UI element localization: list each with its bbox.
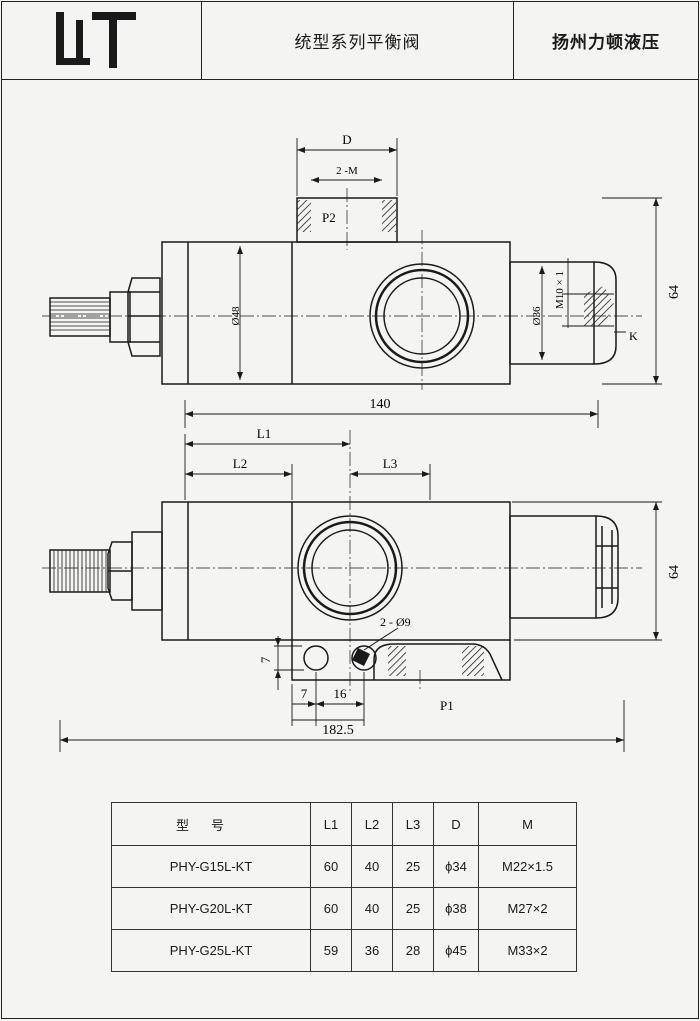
table-row: PHY-G20L-KT 60 40 25 ϕ38 M27×2: [111, 887, 577, 930]
hex-nut: [127, 277, 161, 357]
cell-d: ϕ34: [433, 845, 479, 888]
dim-d-label: D: [342, 132, 351, 147]
dim-l3-label: L3: [383, 456, 397, 471]
dim-64-front-label: 64: [667, 565, 682, 579]
cell-l2: 40: [351, 887, 393, 930]
cell-d: ϕ45: [433, 929, 479, 972]
mounting-base: [291, 640, 511, 681]
table-row: PHY-G15L-KT 60 40 25 ϕ34 M22×1.5: [111, 845, 577, 888]
k-label: K: [629, 329, 638, 343]
dim-182-label: 182.5: [322, 723, 354, 738]
mount-hole-right: [351, 645, 377, 671]
spline-shaft: [49, 297, 111, 337]
p1-port-section: [373, 643, 503, 681]
p2-label: P2: [322, 210, 336, 225]
cell-l3: 25: [392, 887, 434, 930]
dim-phi36-label: Ø36: [531, 306, 543, 325]
end-cap: [509, 261, 595, 365]
cell-model: PHY-G20L-KT: [111, 887, 311, 930]
cell-l1: 59: [310, 929, 352, 972]
spec-table: 型号 L1 L2 L3 D M PHY-G15L-KT 60 40 25 ϕ34…: [111, 802, 577, 972]
cell-l1: 60: [310, 887, 352, 930]
front-end-cap: [509, 515, 597, 619]
valve-body-front: [161, 501, 511, 641]
cell-m: M27×2: [478, 887, 577, 930]
header-d: D: [433, 802, 479, 846]
cell-m: M33×2: [478, 929, 577, 972]
lit-logo-icon: [56, 12, 136, 68]
dim-l1-label: L1: [257, 426, 271, 441]
dim-2phi9-label: 2 - Ø9: [380, 615, 411, 629]
dim-64-top-label: 64: [667, 285, 682, 299]
logo-cell: [2, 2, 202, 79]
header-l2: L2: [351, 802, 393, 846]
valve-body-top: [161, 241, 511, 385]
cell-l1: 60: [310, 845, 352, 888]
top-view: [42, 138, 662, 428]
front-spline-shaft: [49, 549, 111, 593]
cell-model: PHY-G15L-KT: [111, 845, 311, 888]
front-view: [42, 430, 662, 752]
dim-l2-label: L2: [233, 456, 247, 471]
dim-m10-label: M10 × 1: [554, 271, 566, 309]
table-row: PHY-G25L-KT 59 36 28 ϕ45 M33×2: [111, 929, 577, 972]
dim-phi48-label: Ø48: [230, 306, 242, 325]
spec-table-header: 型号 L1 L2 L3 D M: [111, 802, 577, 846]
end-cap-dome: [593, 261, 617, 365]
page-title: 统型系列平衡阀: [202, 2, 514, 79]
dim-7-vertical-label: 7: [258, 656, 273, 663]
front-hex-nut: [131, 531, 163, 611]
cell-d: ϕ38: [433, 887, 479, 930]
brand-name: 扬州力顿液压: [552, 33, 660, 52]
cell-l3: 28: [392, 929, 434, 972]
dim-7-horizontal-label: 7: [301, 686, 308, 701]
header-m: M: [478, 802, 577, 846]
mount-hole-left: [303, 645, 329, 671]
dim-2m-label: 2 -M: [336, 165, 358, 177]
cell-l2: 40: [351, 845, 393, 888]
valve-drawing: D 2 -M P2 Ø48 Ø36 M10 × 1 K 64 140: [42, 132, 682, 752]
dim-16-label: 16: [334, 686, 348, 701]
cell-model: PHY-G25L-KT: [111, 929, 311, 972]
header-model: 型号: [111, 802, 311, 846]
cell-l2: 36: [351, 929, 393, 972]
header-l1: L1: [310, 802, 352, 846]
header-l3: L3: [392, 802, 434, 846]
cell-m: M22×1.5: [478, 845, 577, 888]
p1-label: P1: [440, 698, 454, 713]
cell-l3: 25: [392, 845, 434, 888]
header: 统型系列平衡阀 扬州力顿液压: [2, 2, 698, 80]
dim-140-label: 140: [370, 397, 391, 412]
